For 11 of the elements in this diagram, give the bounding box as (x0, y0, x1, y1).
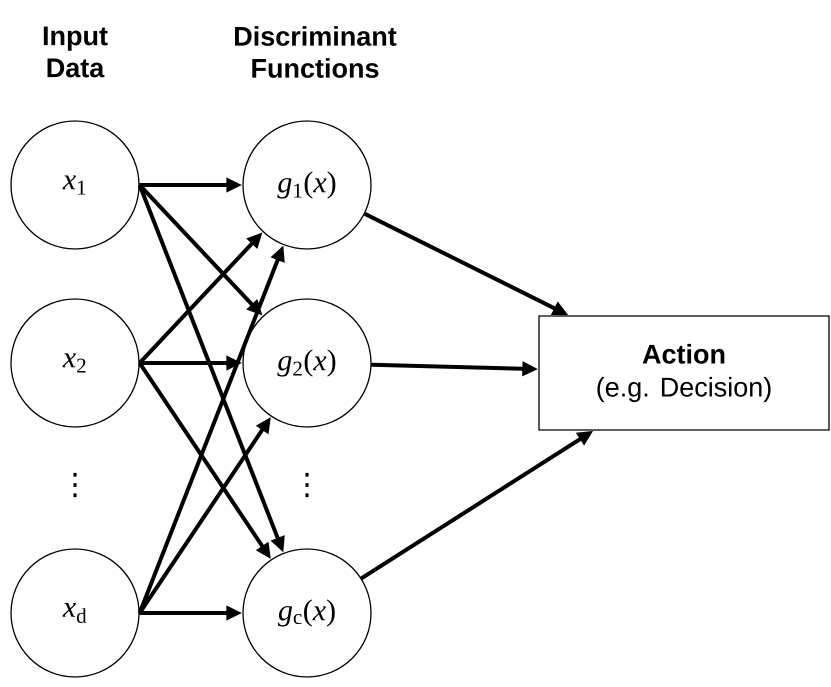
circle-node: x$_{d}$ (10, 548, 140, 678)
circle-node: x$_{2}$ (10, 298, 140, 428)
ellipsis-dots: ⋮ (73, 472, 77, 498)
circle-node: g$_{c}$(x) (242, 548, 372, 678)
column-heading: Input Data (44, 26, 108, 78)
circle-node: x$_{1}$ (10, 120, 140, 250)
circle-node: g$_{1}$(x) (242, 120, 372, 250)
action-box: Action (e.g. Decision) (538, 315, 830, 431)
column-heading: Discriminant Functions (235, 26, 396, 78)
circle-node: g$_{2}$(x) (242, 298, 372, 428)
ellipsis-dots: ⋮ (305, 472, 309, 498)
